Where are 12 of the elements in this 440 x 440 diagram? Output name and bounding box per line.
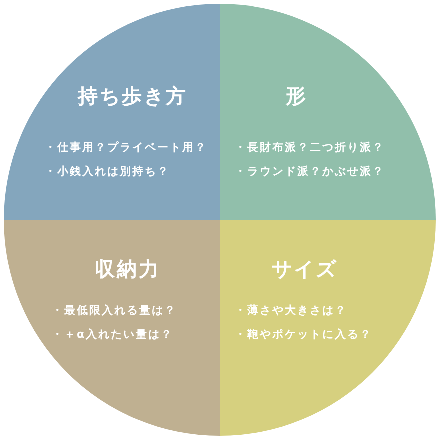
segment-heading: 収納力: [95, 256, 161, 283]
bullet-item: ・鞄やポケットに入る？: [235, 327, 372, 343]
segment-heading: サイズ: [272, 256, 338, 283]
bullet-item: ・＋α入れたい量は？: [52, 327, 174, 343]
bullet-item: ・小銭入れは別持ち？: [45, 164, 170, 180]
bullet-item: ・最低限入れる量は？: [52, 303, 177, 319]
bullet-item: ・薄さや大きさは？: [235, 303, 348, 319]
bullet-item: ・ラウンド派？かぶせ派？: [235, 164, 385, 180]
bullet-item: ・長財布派？二つ折り派？: [235, 140, 385, 156]
segment-heading: 持ち歩き方: [78, 83, 188, 110]
bullet-item: ・仕事用？プライベート用？: [45, 140, 208, 156]
segment-heading: 形: [286, 83, 308, 110]
